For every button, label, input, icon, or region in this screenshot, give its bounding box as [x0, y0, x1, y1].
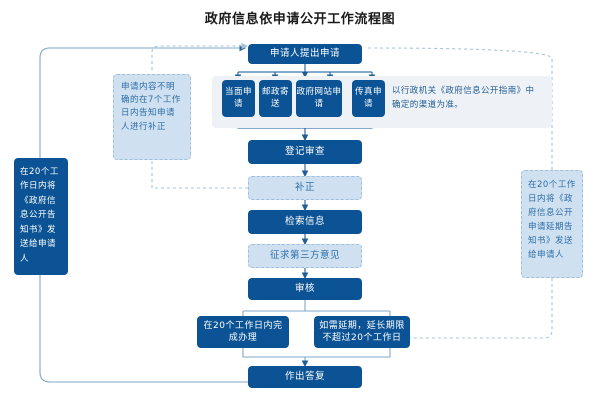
node-extension-20days-label: 如需延期，延长期限不超过20个工作日: [319, 320, 405, 343]
note-extension-right-text: 在20个工作日内将《政府信息公开申请延期告知书》发送给申请人: [528, 180, 576, 261]
note-supplement-text: 申请内容不明确的在7个工作日内告知申请人进行补正: [121, 82, 181, 132]
node-channel-fax[interactable]: 传真申请: [352, 80, 385, 117]
node-channel-in-person[interactable]: 当面申请: [222, 80, 255, 117]
channel-label-2: 政府网站申请: [296, 87, 342, 109]
node-complete-20days[interactable]: 在20个工作日内完成办理: [197, 316, 289, 348]
channel-note-text: 以行政机关《政府信息公开指南》中确定的渠道为准。: [392, 86, 535, 111]
node-supplement-label: 补正: [294, 181, 315, 193]
node-channel-website[interactable]: 政府网站申请: [296, 80, 342, 117]
node-channel-post[interactable]: 邮政寄送: [259, 80, 292, 117]
node-extension-20days[interactable]: 如需延期，延长期限不超过20个工作日: [314, 316, 410, 348]
note-supplement[interactable]: 申请内容不明确的在7个工作日内告知申请人进行补正: [113, 74, 191, 160]
node-start[interactable]: 申请人提出申请: [248, 44, 362, 64]
node-reply-label: 作出答复: [284, 370, 325, 382]
node-register-label: 登记审查: [284, 145, 325, 157]
node-third-party[interactable]: 征求第三方意见: [248, 244, 362, 268]
note-extension-right[interactable]: 在20个工作日内将《政府信息公开申请延期告知书》发送给申请人: [521, 170, 583, 278]
node-supplement[interactable]: 补正: [248, 176, 362, 200]
node-register[interactable]: 登记审查: [248, 140, 362, 164]
node-third-party-label: 征求第三方意见: [269, 249, 340, 261]
channel-label-1: 邮政寄送: [261, 87, 289, 109]
page-title: 政府信息依申请公开工作流程图: [204, 12, 396, 27]
channel-label-0: 当面申请: [224, 87, 252, 109]
node-retrieve[interactable]: 检索信息: [248, 210, 362, 234]
node-review[interactable]: 审核: [248, 278, 362, 300]
note-notice-left[interactable]: 在20个工作日内将《政府信息公开告知书》发送给申请人: [14, 158, 68, 275]
node-reply[interactable]: 作出答复: [248, 366, 362, 388]
note-notice-left-text: 在20个工作日内将《政府信息公开告知书》发送给申请人: [20, 167, 59, 264]
node-review-label: 审核: [294, 282, 315, 294]
node-complete-20days-label: 在20个工作日内完成办理: [203, 320, 283, 343]
channel-label-3: 传真申请: [354, 87, 382, 109]
channel-note: 以行政机关《政府信息公开指南》中确定的渠道为准。: [392, 84, 542, 113]
node-retrieve-label: 检索信息: [284, 215, 325, 227]
node-start-label: 申请人提出申请: [269, 47, 340, 59]
